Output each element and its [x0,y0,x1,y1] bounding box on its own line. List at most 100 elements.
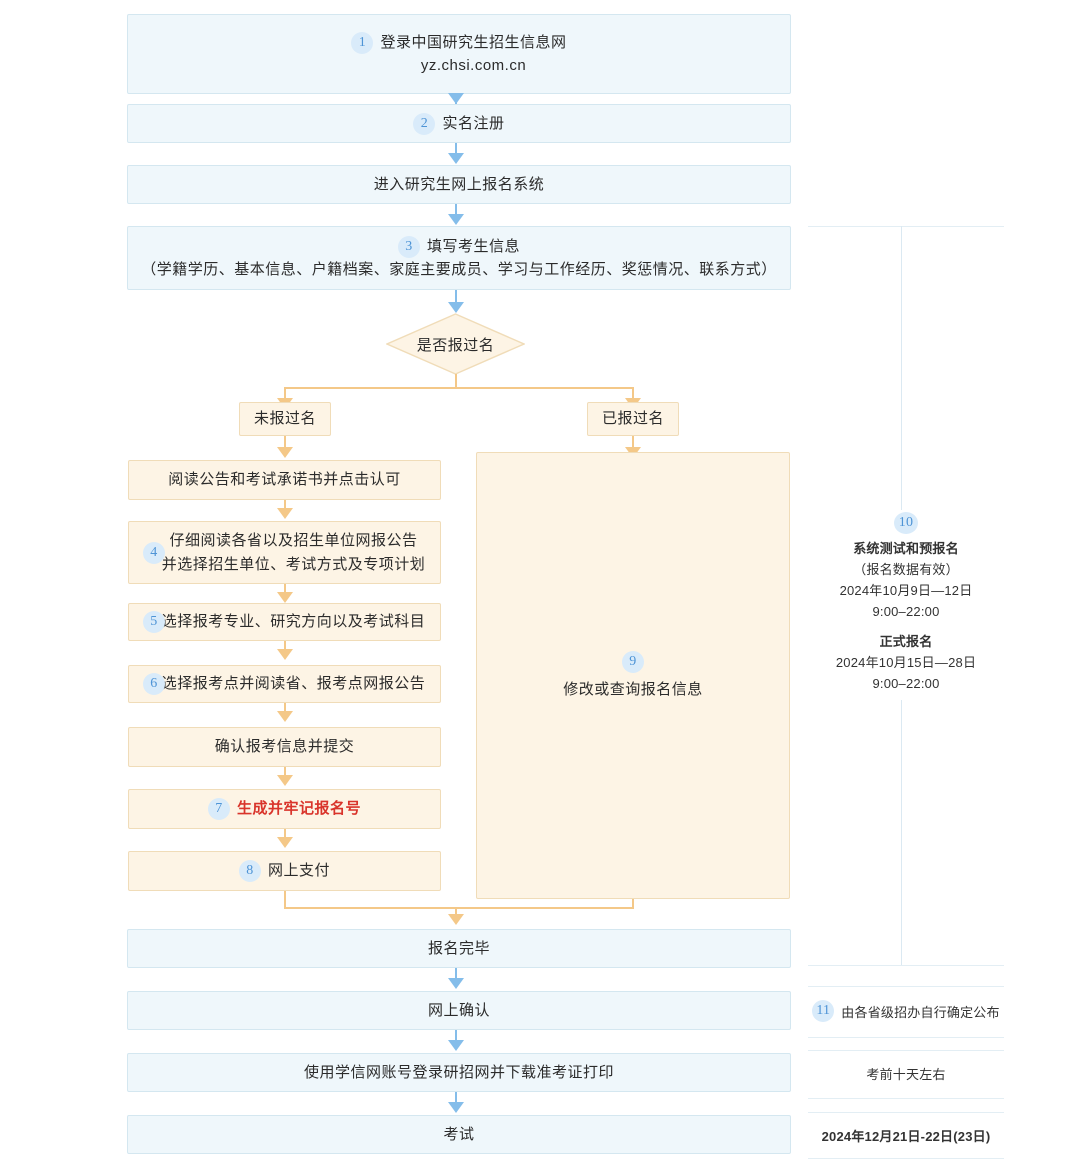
side-spacer [808,622,1004,631]
side-formal-registration-date: 2024年10月15日—28日 [835,655,977,671]
arrow-1-2-icon [448,93,464,104]
connector-13-14 [284,829,286,839]
connector-right-branch-merge [632,899,634,909]
arrow-9-10-icon [277,592,293,603]
connector-10-11 [284,641,286,651]
step-badge-2: 2 [413,112,436,135]
side-divider-upper [901,226,902,510]
node-select-major-direction[interactable]: 5 选择报考专业、研究方向以及考试科目 [128,603,441,641]
step-badge-9: 9 [621,651,644,674]
node-login-chsi-line1: 登录中国研究生招生信息网 [380,33,567,51]
arrow-3-4-icon [448,214,464,225]
connector-merge-horizontal [284,907,634,909]
node-read-notice-commitment[interactable]: 阅读公告和考试承诺书并点击认可 [128,460,441,500]
node-fill-candidate-info-detail: （学籍学历、基本信息、户籍档案、家庭主要成员、学习与工作经历、奖惩情况、联系方式… [141,261,777,278]
connector-split-horizontal [284,387,634,389]
side-formal-registration-time: 9:00–22:00 [872,676,940,692]
connector-12-13 [284,767,286,777]
arrow-4-decision-icon [448,302,464,313]
side-rule-1 [808,965,1004,966]
side-rule-2 [808,986,1004,987]
side-exam-date-text: 2024年12月21日-22日(23日) [821,1128,991,1144]
node-exam[interactable]: 考试 [127,1115,791,1154]
node-registration-complete-label: 报名完毕 [427,939,490,957]
side-admission-ticket-text: 考前十天左右 [866,1066,946,1082]
side-rule-3 [808,1037,1004,1038]
node-login-chsi-url: yz.chsi.com.cn [420,57,527,74]
node-download-admission-ticket[interactable]: 使用学信网账号登录研招网并下载准考证打印 [127,1053,791,1092]
node-already-registered[interactable]: 已报过名 [587,402,679,436]
node-not-registered[interactable]: 未报过名 [239,402,331,436]
side-rule-top [808,226,1004,227]
node-read-provincial-announcements[interactable]: 4 仔细阅读各省以及招生单位网报公告 并选择招生单位、考试方式及专项计划 [128,521,441,584]
node-enter-online-system[interactable]: 进入研究生网上报名系统 [127,165,791,204]
node-modify-or-query-label: 修改或查询报名信息 [563,680,703,698]
connector-9-10 [284,584,286,594]
side-pre-registration-date: 2024年10月9日—12日 [839,583,973,599]
node-online-confirmation-label: 网上确认 [427,1001,490,1019]
side-online-confirmation-note: 11 由各省级招办自行确定公布 [808,1000,1004,1022]
node-generate-registration-number[interactable]: 7 生成并牢记报名号 [128,789,441,829]
connector-8-9 [284,500,286,510]
step-badge-1: 1 [351,31,374,54]
step-badge-11: 11 [812,1000,835,1022]
node-online-payment[interactable]: 8 网上支付 [128,851,441,891]
side-rule-6 [808,1112,1004,1113]
side-rule-5 [808,1098,1004,1099]
step-badge-5: 5 [143,611,165,633]
side-divider-lower [901,700,902,965]
connector-3-4 [455,204,457,216]
node-not-registered-label: 未报过名 [253,410,316,428]
side-registration-schedule: 10 系统测试和预报名 （报名数据有效） 2024年10月9日—12日 9:00… [808,512,1004,694]
node-enter-online-system-label: 进入研究生网上报名系统 [373,175,545,193]
connector-18-19 [455,1092,457,1104]
node-real-name-register-label: 实名注册 [442,114,505,132]
arrow-notreg-icon [277,447,293,458]
arrow-12-13-icon [277,775,293,786]
side-formal-registration-title: 正式报名 [879,634,933,650]
connector-decision-down [455,374,457,388]
side-admission-ticket-note: 考前十天左右 [808,1062,1004,1084]
connector-2-3 [455,143,457,155]
connector-merge-down [455,907,457,916]
side-exam-date-note: 2024年12月21日-22日(23日) [808,1124,1004,1146]
connector-4-decision [455,290,457,304]
node-online-payment-label: 网上支付 [267,862,330,880]
step-badge-7: 7 [207,798,230,820]
connector-split-right [632,387,634,400]
node-read-notice-commitment-label: 阅读公告和考试承诺书并点击认可 [168,471,401,489]
connector-left-branch-merge [284,891,286,909]
node-real-name-register[interactable]: 2 实名注册 [127,104,791,143]
arrow-17-18-icon [448,1040,464,1051]
arrow-8-9-icon [277,508,293,519]
decision-label: 是否报过名 [416,336,495,354]
arrow-2-3-icon [448,153,464,164]
step-badge-4: 4 [143,541,165,564]
side-pre-registration-note: （报名数据有效） [853,562,959,578]
node-modify-or-query[interactable]: 9 修改或查询报名信息 [476,452,790,899]
arrow-11-12-icon [277,711,293,722]
node-online-confirmation[interactable]: 网上确认 [127,991,791,1030]
connector-11-12 [284,703,286,713]
arrow-13-14-icon [277,837,293,848]
node-select-major-direction-label: 选择报考专业、研究方向以及考试科目 [161,613,426,631]
connector-alreadyreg-down [632,436,634,449]
node-select-exam-site[interactable]: 6 选择报考点并阅读省、报考点网报公告 [128,665,441,703]
node-fill-candidate-info-title: 填写考生信息 [426,237,520,255]
step-badge-8: 8 [238,860,261,882]
connector-split-left [284,387,286,400]
node-read-provincial-line1: 仔细阅读各省以及招生单位网报公告 [169,532,418,550]
node-registration-complete[interactable]: 报名完毕 [127,929,791,968]
node-download-admission-ticket-label: 使用学信网账号登录研招网并下载准考证打印 [303,1063,614,1081]
node-already-registered-label: 已报过名 [601,410,664,428]
side-rule-7 [808,1158,1004,1159]
side-pre-registration-title: 系统测试和预报名 [853,541,959,556]
node-login-chsi[interactable]: 1 登录中国研究生招生信息网 yz.chsi.com.cn [127,14,791,94]
node-confirm-and-submit-label: 确认报考信息并提交 [214,738,355,756]
arrow-merge-icon [448,914,464,925]
decision-registered-before[interactable]: 是否报过名 [386,313,525,375]
node-generate-registration-number-label: 生成并牢记报名号 [236,800,361,818]
node-confirm-and-submit[interactable]: 确认报考信息并提交 [128,727,441,767]
